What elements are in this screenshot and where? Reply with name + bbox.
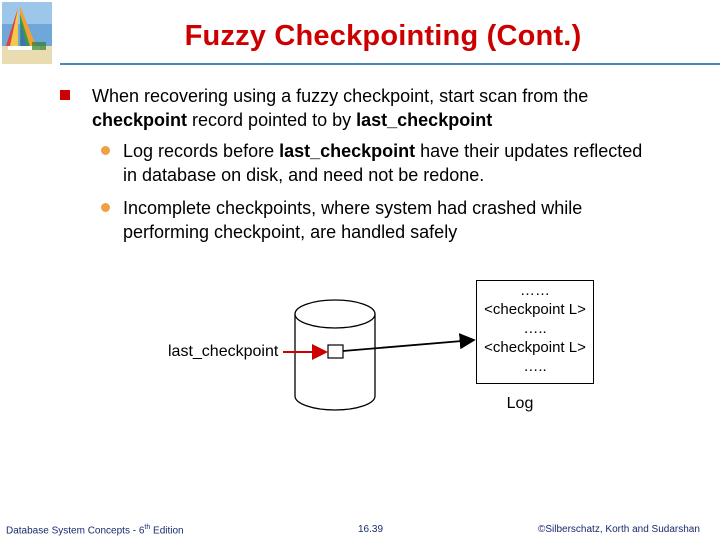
sub-bullet-1-pre: Log records before (123, 141, 280, 161)
footer-book-title-pre: Database System Concepts - 6 (6, 525, 145, 537)
sub-bullet-1-post: have their updates reflected in database… (123, 141, 643, 185)
dot-bullet-icon (101, 146, 110, 155)
dot-bullet-icon (101, 203, 110, 212)
cell-to-log-arrow (342, 333, 476, 352)
slide-title: Fuzzy Checkpointing (Cont.) (184, 20, 582, 52)
log-entry: <checkpoint L> (484, 339, 586, 356)
footer-book-title: Database System Concepts - 6th Edition (6, 524, 184, 536)
last-checkpoint-label: last_checkpoint (168, 343, 279, 360)
log-box: …… <checkpoint L> ….. <checkpoint L> ….. (476, 280, 594, 384)
square-bullet-icon (60, 90, 70, 100)
footer-page-number: 16.39 (358, 524, 384, 535)
main-bullet-mid: record pointed to by (187, 110, 357, 130)
main-bullet-line1: When recovering using a fuzzy checkpoint… (92, 86, 589, 106)
footer-book-title-sup: th (144, 524, 151, 531)
main-bullet-text: When recovering using a fuzzy checkpoint… (92, 84, 692, 132)
log-label: Log (506, 395, 534, 412)
main-bullet-bold-checkpoint: checkpoint (92, 110, 188, 130)
database-cylinder-icon (294, 299, 376, 411)
log-entry: ….. (523, 320, 547, 337)
footer-book-title-post: Edition (150, 525, 184, 537)
pointer-cell (327, 344, 344, 359)
footer-copyright: ©Silberschatz, Korth and Sudarshan (538, 524, 700, 535)
log-entry: <checkpoint L> (484, 301, 586, 318)
title-divider (60, 63, 720, 65)
sailboat-logo (2, 2, 52, 64)
main-bullet-bold-last-checkpoint: last_checkpoint (356, 110, 493, 130)
log-entry: …… (520, 282, 550, 299)
log-entry: ….. (523, 358, 547, 375)
sub-bullet-1-text: Log records before last_checkpoint have … (123, 139, 653, 187)
sub-bullet-2-text: Incomplete checkpoints, where system had… (123, 198, 583, 242)
sub-bullet-1-bold: last_checkpoint (279, 141, 416, 161)
